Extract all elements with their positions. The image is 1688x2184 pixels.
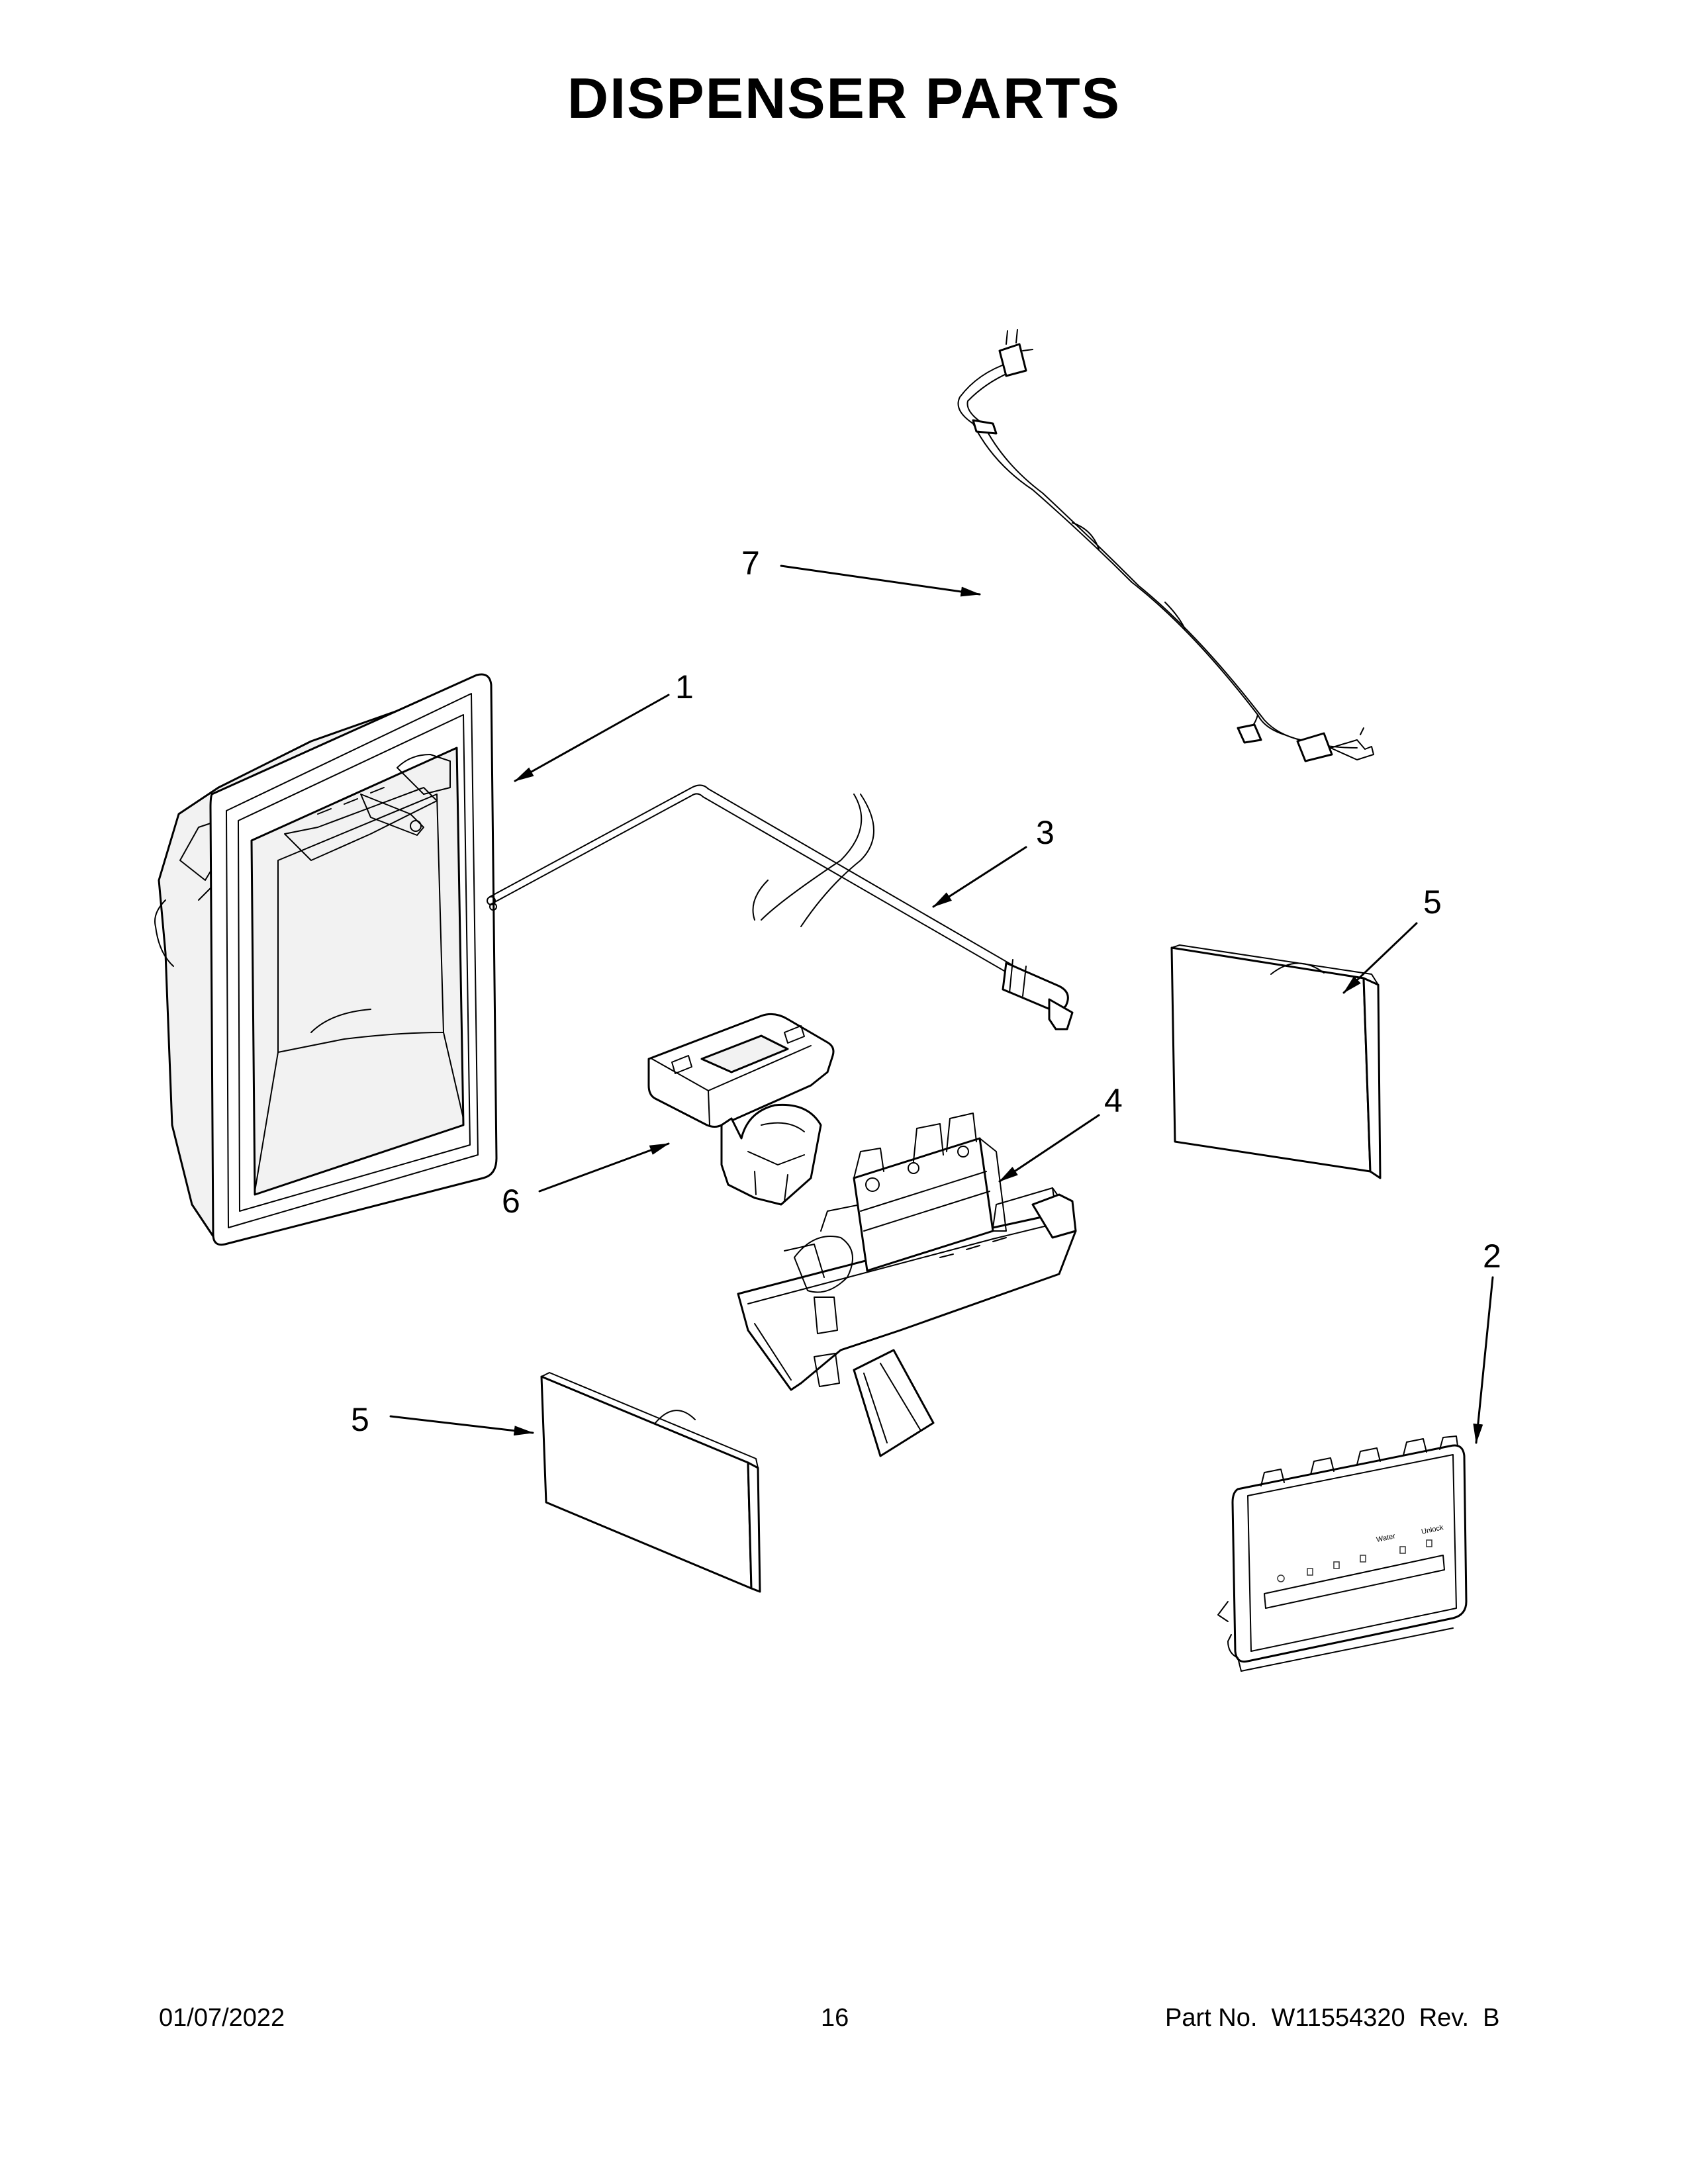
lock-icon [1426, 1539, 1432, 1547]
panel-label-water: Water [1376, 1532, 1396, 1544]
callout-3: 3 [1036, 814, 1055, 851]
part-3-water-tube[interactable] [487, 784, 1074, 1030]
callout-7: 7 [741, 545, 760, 582]
leader-line-2 [1473, 1276, 1494, 1444]
callout-2: 2 [1483, 1238, 1501, 1275]
callout-5-lower: 5 [351, 1401, 369, 1438]
leader-line-5-lower [389, 1415, 534, 1436]
callout-4: 4 [1104, 1082, 1123, 1119]
footer-part-number: Part No. W11554320 Rev. B [1165, 2004, 1500, 2032]
footer-date: 01/07/2022 [159, 2004, 285, 2032]
wifi-icon [1277, 1574, 1285, 1582]
part-4-control-bracket[interactable] [737, 1113, 1077, 1457]
filter-icon [1333, 1561, 1340, 1569]
leader-line-3 [932, 846, 1027, 908]
light-icon [1307, 1568, 1313, 1576]
callout-1: 1 [675, 668, 694, 705]
water-icon [1399, 1546, 1406, 1554]
part-6-actuator[interactable] [647, 1013, 835, 1206]
leader-line-6 [538, 1142, 670, 1193]
ice-icon [1360, 1555, 1366, 1563]
part-5-cover-panel-upper[interactable] [1170, 944, 1382, 1179]
leader-line-5-upper [1342, 922, 1418, 994]
leader-line-7 [780, 565, 981, 597]
callout-5-upper: 5 [1423, 884, 1442, 921]
footer-page-number: 16 [821, 2004, 849, 2032]
part-2-control-panel[interactable]: Water Unlock [1217, 1435, 1468, 1672]
part-7-wire-harness[interactable] [957, 329, 1374, 762]
page-title: DISPENSER PARTS [567, 67, 1121, 130]
callout-6: 6 [502, 1183, 520, 1220]
leader-line-4 [998, 1114, 1100, 1183]
leader-line-1 [514, 694, 670, 782]
part-5-cover-panel-lower[interactable] [540, 1372, 761, 1593]
part-1-dispenser-housing[interactable] [154, 673, 498, 1246]
